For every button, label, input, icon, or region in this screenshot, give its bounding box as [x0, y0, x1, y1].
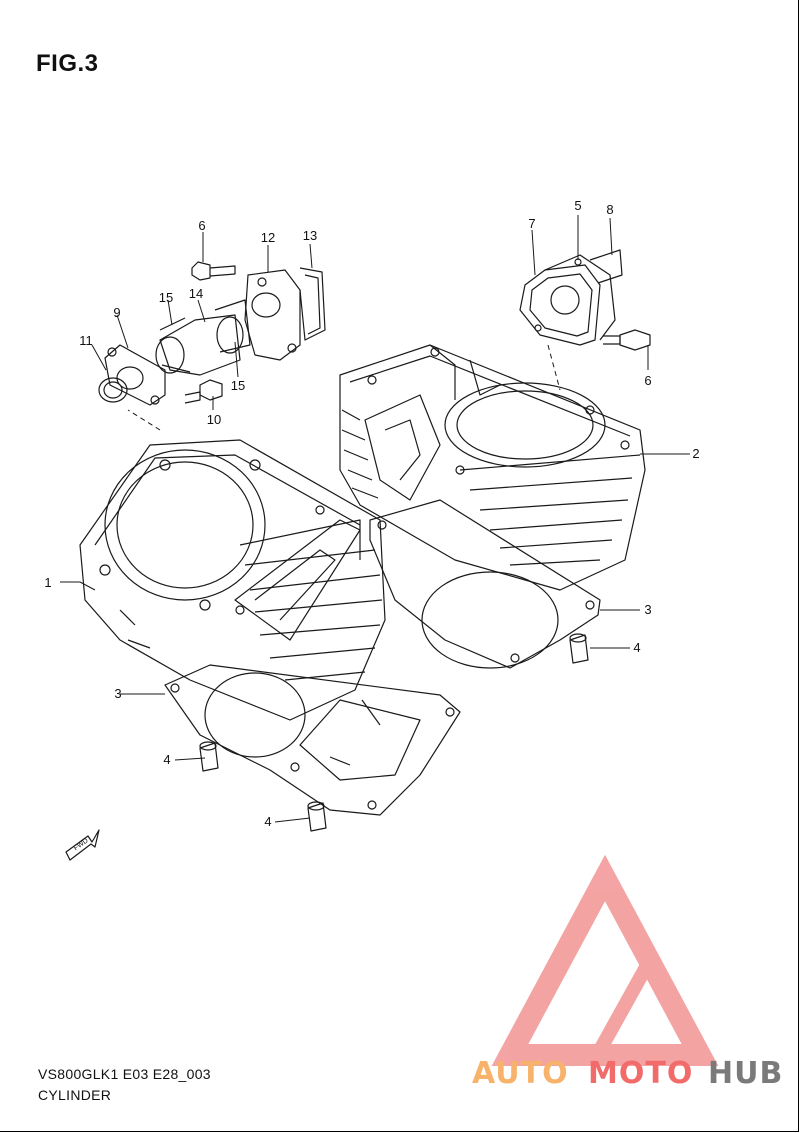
rear-cylinder [339, 344, 646, 591]
dowel-pin-b [199, 741, 219, 772]
alignment-lines [127, 344, 561, 431]
watermark-text-moto: MOTO [588, 1056, 693, 1091]
callout-13: 13 [303, 228, 317, 243]
watermark-text-auto: AUTO [472, 1056, 569, 1091]
leader-lines [60, 215, 690, 823]
fwd-arrow-icon [65, 829, 100, 861]
callout-3a: 3 [644, 602, 651, 617]
dowel-pin-a [569, 633, 589, 664]
callout-9: 9 [113, 305, 120, 320]
callout-15a: 15 [159, 290, 173, 305]
callout-1: 1 [44, 575, 51, 590]
callout-14: 14 [189, 286, 203, 301]
callout-7: 7 [528, 216, 535, 231]
rear-base-gasket [369, 499, 601, 669]
callout-15b: 15 [231, 378, 245, 393]
callout-4c: 4 [264, 814, 271, 829]
callout-4a: 4 [633, 640, 640, 655]
callout-10: 10 [207, 412, 221, 427]
front-base-gasket [164, 664, 461, 816]
callout-5: 5 [574, 198, 581, 213]
fitting-assembly [519, 249, 651, 351]
callout-12: 12 [261, 230, 275, 245]
callout-6a: 6 [198, 218, 205, 233]
watermark-logo [491, 854, 719, 1066]
figure-title: FIG.3 [36, 50, 99, 77]
model-code: VS800GLK1 E03 E28_003 [38, 1066, 211, 1082]
intake-pipe-assembly [98, 261, 326, 406]
watermark-text-hub: HUB [708, 1056, 783, 1091]
callout-11: 11 [79, 333, 93, 348]
dowel-pin-c [307, 801, 327, 832]
callout-4b: 4 [163, 752, 170, 767]
figure-name: CYLINDER [38, 1087, 112, 1103]
callout-8: 8 [606, 202, 613, 217]
callout-2: 2 [692, 446, 699, 461]
front-cylinder [79, 439, 386, 721]
callout-6b: 6 [644, 373, 651, 388]
callout-3b: 3 [114, 686, 121, 701]
